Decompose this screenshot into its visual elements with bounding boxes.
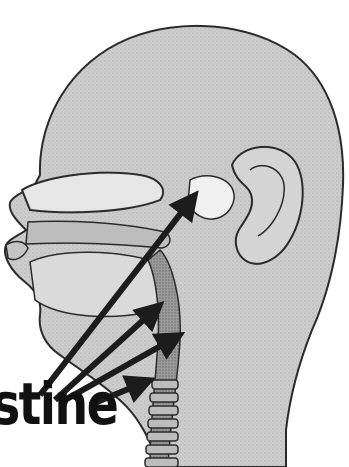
caption-word-text: stine xyxy=(0,370,117,438)
caption-word: stine xyxy=(0,372,156,436)
